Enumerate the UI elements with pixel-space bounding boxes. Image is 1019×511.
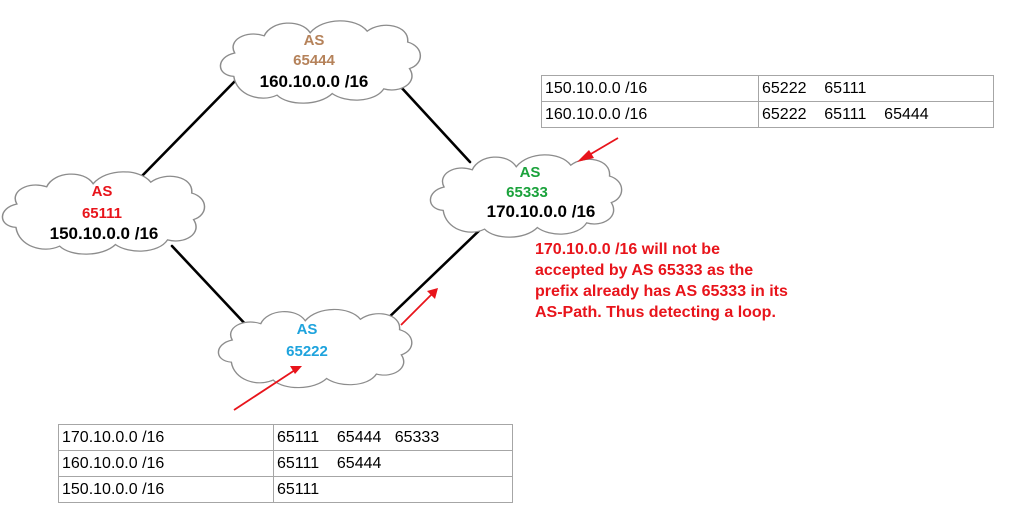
as-65444-number: 65444 — [293, 52, 335, 69]
table-row: 160.10.0.0 /16 65111 65444 — [58, 450, 513, 477]
prefix-cell: 170.10.0.0 /16 — [58, 424, 274, 451]
prefix-cell: 160.10.0.0 /16 — [58, 450, 274, 477]
as-65111-prefix: 150.10.0.0 /16 — [50, 224, 159, 243]
as-65444-cloud: AS 65444 160.10.0.0 /16 — [219, 20, 422, 104]
note-line-2: accepted by AS 65333 as the — [535, 262, 753, 279]
prefix-cell: 150.10.0.0 /16 — [541, 75, 759, 102]
link-65111-65444 — [138, 76, 240, 180]
prefix-cell: 160.10.0.0 /16 — [541, 101, 759, 128]
as-path-cell: 65222 65111 65444 — [758, 101, 994, 128]
as-65444-label: AS — [304, 32, 325, 49]
table-row: 160.10.0.0 /16 65222 65111 65444 — [541, 101, 994, 128]
as-65333-number: 65333 — [506, 184, 548, 201]
arrow-into-65333 — [577, 137, 619, 162]
link-65444-65333 — [398, 84, 472, 164]
as-path-cell: 65222 65111 — [758, 75, 994, 102]
table-row: 170.10.0.0 /16 65111 65444 65333 — [58, 424, 513, 451]
as-65111-number: 65111 — [82, 205, 122, 222]
loop-note: 170.10.0.0 /16 will not be accepted by A… — [535, 241, 788, 321]
note-line-1: 170.10.0.0 /16 will not be — [535, 241, 720, 258]
as-65333-label: AS — [520, 164, 541, 181]
as-path-cell: 65111 65444 — [273, 450, 513, 477]
link-65222-65333 — [381, 223, 487, 325]
as-65222-number: 65222 — [286, 343, 328, 360]
as-65222-cloud: AS 65222 — [217, 308, 413, 389]
as-65333-prefix: 170.10.0.0 /16 — [487, 202, 596, 221]
link-65111-65222 — [170, 244, 250, 329]
table-row: 150.10.0.0 /16 65111 — [58, 476, 513, 503]
note-line-3: prefix already has AS 65333 in its — [535, 283, 788, 300]
as-65111-cloud: AS 65111 150.10.0.0 /16 — [1, 171, 206, 255]
prefix-cell: 150.10.0.0 /16 — [58, 476, 274, 503]
as-path-cell: 65111 — [273, 476, 513, 503]
routing-table-65333: 150.10.0.0 /16 65222 65111 160.10.0.0 /1… — [541, 75, 994, 128]
as-65111-label: AS — [92, 183, 113, 200]
table-row: 150.10.0.0 /16 65222 65111 — [541, 75, 994, 102]
as-65444-prefix: 160.10.0.0 /16 — [260, 72, 369, 91]
as-65333-cloud: AS 65333 170.10.0.0 /16 — [429, 154, 623, 238]
as-path-cell: 65111 65444 65333 — [273, 424, 513, 451]
arrow-into-65222 — [233, 366, 302, 411]
routing-table-65222: 170.10.0.0 /16 65111 65444 65333 160.10.… — [58, 424, 513, 503]
note-line-4: AS-Path. Thus detecting a loop. — [535, 304, 776, 321]
arrow-65222-to-65333 — [400, 288, 438, 326]
as-65222-label: AS — [297, 321, 318, 338]
